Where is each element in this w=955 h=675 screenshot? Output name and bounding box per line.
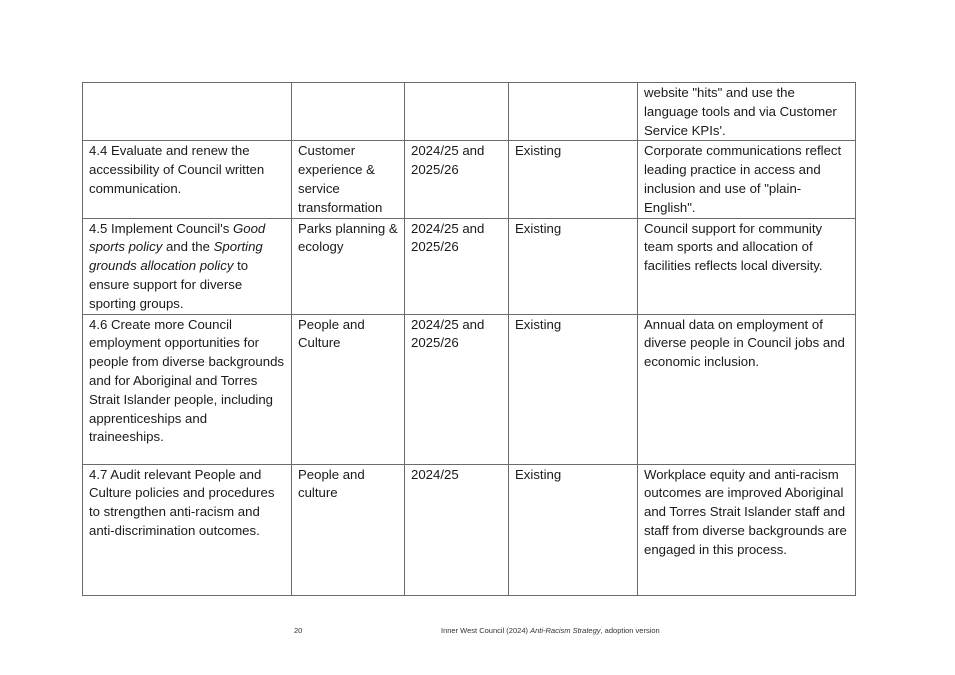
- funding-cell: Existing: [508, 313, 638, 465]
- policy-title: Sporting grounds allocation policy: [89, 239, 263, 274]
- measure-cell: Annual data on employment of diverse peo…: [637, 313, 856, 465]
- table-row: 4.7 Audit relevant People and Culture po…: [82, 463, 856, 596]
- timeframe-cell: 2024/25: [404, 463, 509, 596]
- measure-cell: Workplace equity and anti-racism outcome…: [637, 463, 856, 596]
- owner-cell: People and Culture: [291, 313, 405, 465]
- footer-source-prefix: Inner West Council (2024): [441, 626, 531, 635]
- measure-cell: Corporate communications reflect leading…: [637, 140, 856, 219]
- action-text: 4.5 Implement Council's: [89, 220, 233, 236]
- page-number: 20: [294, 626, 303, 635]
- funding-cell: Existing: [508, 217, 638, 315]
- funding-cell: [508, 81, 638, 142]
- action-text: and the: [162, 239, 214, 255]
- table-row: 4.5 Implement Council's Good sports poli…: [82, 217, 856, 315]
- table-row: 4.6 Create more Council employment oppor…: [82, 313, 856, 465]
- policy-title: Good sports policy: [89, 220, 266, 255]
- timeframe-cell: [404, 81, 509, 142]
- timeframe-cell: 2024/25 and 2025/26: [404, 313, 509, 465]
- footer-source-title: Anti-Racism Strategy: [530, 626, 601, 635]
- action-cell: [82, 81, 292, 142]
- funding-cell: Existing: [508, 463, 638, 596]
- owner-cell: [291, 81, 405, 142]
- action-plan-table: website "hits" and use the language tool…: [82, 81, 856, 596]
- action-text: to ensure support for diverse sporting g…: [89, 258, 249, 311]
- measure-cell: website "hits" and use the language tool…: [637, 81, 856, 142]
- action-cell: 4.6 Create more Council employment oppor…: [82, 313, 292, 465]
- owner-cell: People and culture: [291, 463, 405, 596]
- measure-cell: Council support for community team sport…: [637, 217, 856, 315]
- owner-cell: Customer experience & service transforma…: [291, 140, 405, 219]
- funding-cell: Existing: [508, 140, 638, 219]
- timeframe-cell: 2024/25 and 2025/26: [404, 217, 509, 315]
- action-cell: 4.7 Audit relevant People and Culture po…: [82, 463, 292, 596]
- footer-source-suffix: , adoption version: [600, 626, 660, 635]
- owner-cell: Parks planning & ecology: [291, 217, 405, 315]
- action-cell: 4.5 Implement Council's Good sports poli…: [82, 217, 292, 315]
- table-row: 4.4 Evaluate and renew the accessibility…: [82, 140, 856, 219]
- footer-source: Inner West Council (2024) Anti-Racism St…: [441, 626, 660, 635]
- action-cell: 4.4 Evaluate and renew the accessibility…: [82, 140, 292, 219]
- table-row: website "hits" and use the language tool…: [82, 81, 856, 142]
- timeframe-cell: 2024/25 and 2025/26: [404, 140, 509, 219]
